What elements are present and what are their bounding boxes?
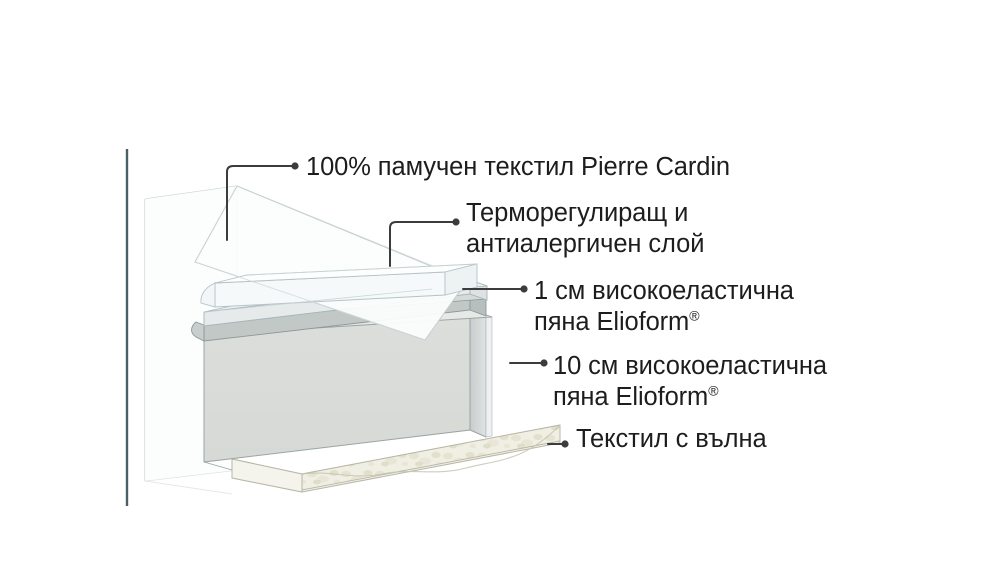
label-foam1-line-2-text: пяна Elioform [534, 308, 690, 336]
label-wool-textile: Текстил с вълна [576, 424, 767, 455]
registered-trademark-icon: ® [689, 307, 700, 324]
layer-cotton [194, 185, 478, 341]
leader-dot-foam10 [540, 359, 548, 367]
leader-cotton [226, 165, 293, 241]
leader-dot-wool [561, 440, 569, 448]
leader-dot-thermo [452, 218, 460, 226]
leader-dots [291, 162, 569, 448]
label-thermoregulating-layer: Терморегулиращ и антиалергичен слой [466, 198, 704, 260]
leader-dot-cotton [291, 162, 299, 170]
leader-dot-foam1 [520, 285, 528, 293]
leader-thermo [389, 221, 454, 267]
leader-lines [226, 165, 563, 445]
registered-trademark-icon: ® [708, 382, 719, 399]
label-foam10-line-2-text: пяна Elioform [553, 383, 709, 411]
layer-wool [231, 424, 561, 493]
label-thermo-line-2: антиалергичен слой [466, 230, 705, 258]
label-cotton-textile: 100% памучен текстил Pierre Cardin [306, 152, 730, 183]
label-foam10-line-2: пяна Elioform® [553, 382, 827, 413]
label-foam-10cm: 10 см високоеластична пяна Elioform® [553, 351, 827, 413]
label-cotton-line-1: 100% памучен текстил Pierre Cardin [306, 153, 730, 181]
label-thermo-line-1: Терморегулиращ и [466, 199, 689, 227]
label-foam1-line-1: 1 см високоеластична [534, 277, 794, 305]
label-foam1-line-2: пяна Elioform® [534, 307, 794, 338]
label-foam10-line-1: 10 см високоеластична [553, 352, 827, 380]
label-foam-1cm: 1 см високоеластична пяна Elioform® [534, 276, 794, 338]
label-wool-line-1: Текстил с вълна [576, 425, 767, 453]
